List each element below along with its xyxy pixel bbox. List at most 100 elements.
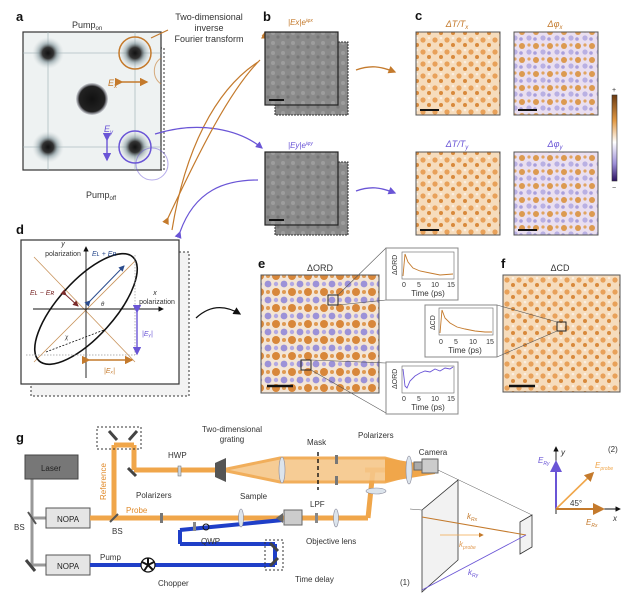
polarizer — [160, 513, 163, 523]
e-rx-label: ERx — [586, 518, 598, 529]
abs-ey-label: |Eᵧ| — [142, 331, 153, 338]
roi-box-2 — [300, 359, 312, 371]
ord-map — [260, 274, 380, 394]
tick: 0 — [402, 282, 406, 289]
colorbar — [611, 94, 618, 182]
angle-label: 45° — [570, 499, 582, 508]
chopper-label: Chopper — [158, 579, 189, 588]
inset-2-ylabel: ΔORD — [392, 369, 399, 389]
sample-label: Sample — [240, 492, 268, 501]
tick: 15 — [447, 396, 455, 403]
lens — [238, 508, 244, 528]
panel-e: e ΔORD ΔORD 0 5 10 15 Time (ps) ΔORD 0 5… — [258, 247, 459, 415]
arrow-b-to-c-y — [355, 186, 397, 195]
tick: 10 — [431, 282, 439, 289]
diffraction-spot — [32, 131, 64, 163]
map-dphi-y — [513, 151, 599, 236]
c-title-dphi-y: Δφy — [547, 139, 564, 151]
ey-label: Ey — [104, 124, 114, 136]
roi-box-cd — [556, 321, 567, 332]
mask-label: Mask — [307, 438, 327, 447]
c-title-dt-x: ΔT/Tx — [445, 19, 470, 31]
ord-trace-1 — [402, 253, 454, 277]
panel-g-label: g — [16, 430, 24, 445]
laser-label: Laser — [41, 464, 61, 473]
inset-2-label: (2) — [608, 445, 618, 454]
tick: 10 — [469, 339, 477, 346]
objective-lens — [283, 509, 303, 526]
grating-2d — [215, 458, 226, 482]
tick: 5 — [417, 282, 421, 289]
panel-c: c ΔT/Tx Δφx ΔT/Ty Δφy + − — [415, 8, 618, 236]
y-polarization-label: polarization — [45, 251, 81, 258]
transform-label-line2: inverse — [194, 23, 223, 33]
diffraction-spot — [119, 37, 151, 69]
arrow-d-to-e — [195, 307, 242, 319]
roi-box-1 — [327, 294, 339, 306]
colorbar-minus: − — [612, 185, 616, 192]
x-polarization-label: polarization — [139, 299, 175, 306]
f-title: ΔCD — [550, 263, 570, 273]
tick: 15 — [447, 282, 455, 289]
pump-off-label: Pumpoff — [86, 190, 116, 202]
colorbar-plus: + — [612, 87, 616, 94]
transform-label-line3: Fourier transform — [174, 34, 243, 44]
lens — [333, 508, 339, 528]
nopa-2-label: NOPA — [57, 562, 80, 571]
ex-label: Ex — [108, 78, 118, 90]
lens — [278, 456, 286, 484]
map-dt-x — [415, 31, 501, 116]
b-top-label: |Ex|eiφx — [288, 18, 313, 27]
axis-x-label: x — [612, 514, 618, 523]
reference-label: Reference — [99, 463, 108, 500]
y-label: y — [60, 241, 65, 248]
c-title-dphi-x: Δφx — [547, 19, 564, 31]
b-bottom-label: |Ey|eiφy — [288, 141, 313, 150]
tick: 0 — [402, 396, 406, 403]
inset-1-xlabel: Time (ps) — [411, 289, 445, 298]
x-label: x — [152, 290, 157, 297]
e-probe-label: Eprobe — [595, 461, 613, 472]
ord-trace-2 — [402, 366, 454, 389]
qwp — [193, 522, 196, 531]
polarizers-mid-label: Polarizers — [136, 491, 172, 500]
inset-2-xlabel: Time (ps) — [411, 403, 445, 412]
panel-c-label: c — [415, 8, 422, 23]
inset-ord-1 — [385, 247, 459, 301]
tick: 15 — [486, 339, 494, 346]
tick: 5 — [454, 339, 458, 346]
grating-plane — [421, 479, 459, 593]
polarizers-top-label: Polarizers — [358, 431, 394, 440]
grating-label-1: Two-dimensional — [202, 425, 262, 434]
el-plus-er-label: Eʟ + Eʀ — [92, 251, 116, 258]
amplitude-phase-image-x — [264, 31, 339, 106]
panel-e-label: e — [258, 256, 265, 271]
panel-b: b |Ex|eiφx |Ey|eiφy — [263, 9, 349, 236]
time-delay-label: Time delay — [295, 575, 334, 584]
tick: 10 — [431, 396, 439, 403]
inset-ord-2 — [385, 361, 459, 415]
panel-a: a Pumpon Ex Ey Pumpoff Two-dimensional i… — [16, 9, 244, 202]
cd-map — [502, 274, 621, 393]
el-minus-er-label: Eʟ − Eʀ — [30, 290, 54, 297]
lens — [365, 487, 387, 495]
arrow-a-to-d-orange — [171, 61, 259, 231]
inset-cd-ylabel: ΔCD — [430, 315, 437, 330]
hwp-label: HWP — [168, 451, 187, 460]
diffraction-spot — [119, 131, 151, 163]
tick: 0 — [439, 339, 443, 346]
map-dphi-x — [513, 31, 599, 116]
polarizer — [335, 455, 338, 464]
arrow-b-to-d-purple — [174, 179, 259, 239]
amplitude-phase-image-y — [264, 151, 339, 226]
map-dt-y — [415, 151, 501, 236]
k-ry-label: kRy — [468, 568, 479, 579]
grating-label-2: grating — [220, 435, 244, 444]
transform-label-line1: Two-dimensional — [175, 12, 243, 22]
center-spot — [76, 83, 108, 115]
arrow-a-to-b-ey — [154, 126, 263, 149]
probe-label: Probe — [126, 506, 148, 515]
lens — [405, 455, 413, 485]
panel-d-label: d — [16, 222, 24, 237]
panel-b-label: b — [263, 9, 271, 24]
